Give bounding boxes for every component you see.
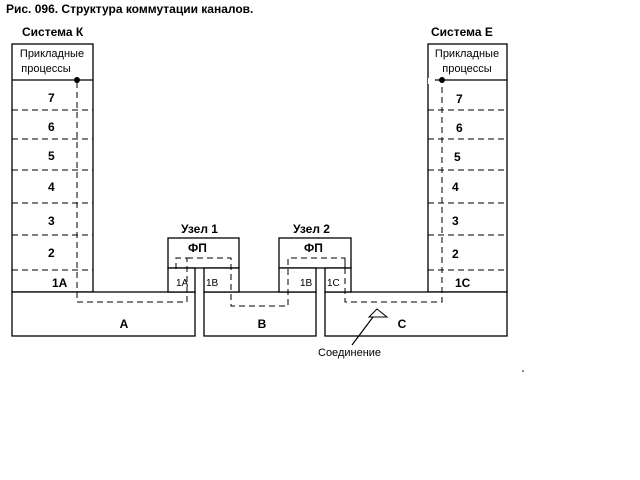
connection-pointer-triangle	[367, 308, 389, 318]
node1-fp-label: ФП	[188, 241, 207, 255]
system-e-layer-2: 2	[452, 247, 459, 261]
node2-fp-label: ФП	[304, 241, 323, 255]
system-k-app-label-line1: Прикладные	[20, 48, 84, 60]
system-k-layer-6: 6	[48, 120, 55, 134]
node2-port-left-label: 1B	[300, 278, 313, 289]
connection-path-node2-e	[344, 84, 443, 303]
system-e-title: Система Е	[431, 25, 493, 39]
system-k-layer-1a: 1A	[52, 276, 68, 290]
connection-pointer-line	[351, 316, 374, 346]
node2-port-left	[278, 267, 317, 293]
system-e-layer-3: 3	[452, 214, 459, 228]
link-b-box	[203, 291, 317, 337]
node2-title: Узел 2	[293, 222, 330, 236]
node2-port-right-label: 1C	[327, 278, 340, 289]
node1-title: Узел 1	[181, 222, 218, 236]
system-k-app-label-line2: процессы	[21, 63, 70, 75]
node2-fp-box	[278, 237, 352, 269]
link-c-label: C	[398, 317, 407, 331]
link-a-label: A	[120, 317, 129, 331]
link-a-box	[11, 291, 196, 337]
link-c-box	[324, 291, 508, 337]
system-k-stack	[11, 43, 94, 293]
node1-port-right	[203, 267, 240, 293]
system-e-stack	[427, 43, 508, 293]
stray-dot	[522, 370, 524, 372]
system-e-app-label-line1: Прикладные	[435, 48, 499, 60]
system-k-process-dot	[74, 77, 80, 83]
system-e-process-dot	[439, 77, 445, 83]
system-e-layer-7: 7	[456, 92, 463, 106]
figure-caption: Рис. 096. Структура коммутации каналов.	[6, 2, 253, 16]
system-k-layer-4: 4	[48, 180, 55, 194]
system-k-title: Система К	[22, 25, 84, 39]
system-e-layer-1c: 1C	[455, 276, 471, 290]
node1-port-right-label: 1B	[206, 278, 219, 289]
system-k-layer-5: 5	[48, 149, 55, 163]
system-e-layer-5: 5	[454, 150, 461, 164]
link-b-label: B	[258, 317, 267, 331]
connection-label: Соединение	[318, 347, 381, 359]
system-e-layer-6: 6	[456, 121, 463, 135]
system-k-layer-3: 3	[48, 214, 55, 228]
node1-port-left-label: 1A	[176, 278, 189, 289]
system-e-app-label-line2: процессы	[442, 63, 491, 75]
connection-path-k-node1	[76, 82, 188, 303]
node1-port-left	[167, 267, 196, 293]
system-e-layer-4: 4	[452, 180, 459, 194]
system-k-layer-7: 7	[48, 91, 55, 105]
node2-port-right	[324, 267, 352, 293]
system-k-layer-2: 2	[48, 246, 55, 260]
